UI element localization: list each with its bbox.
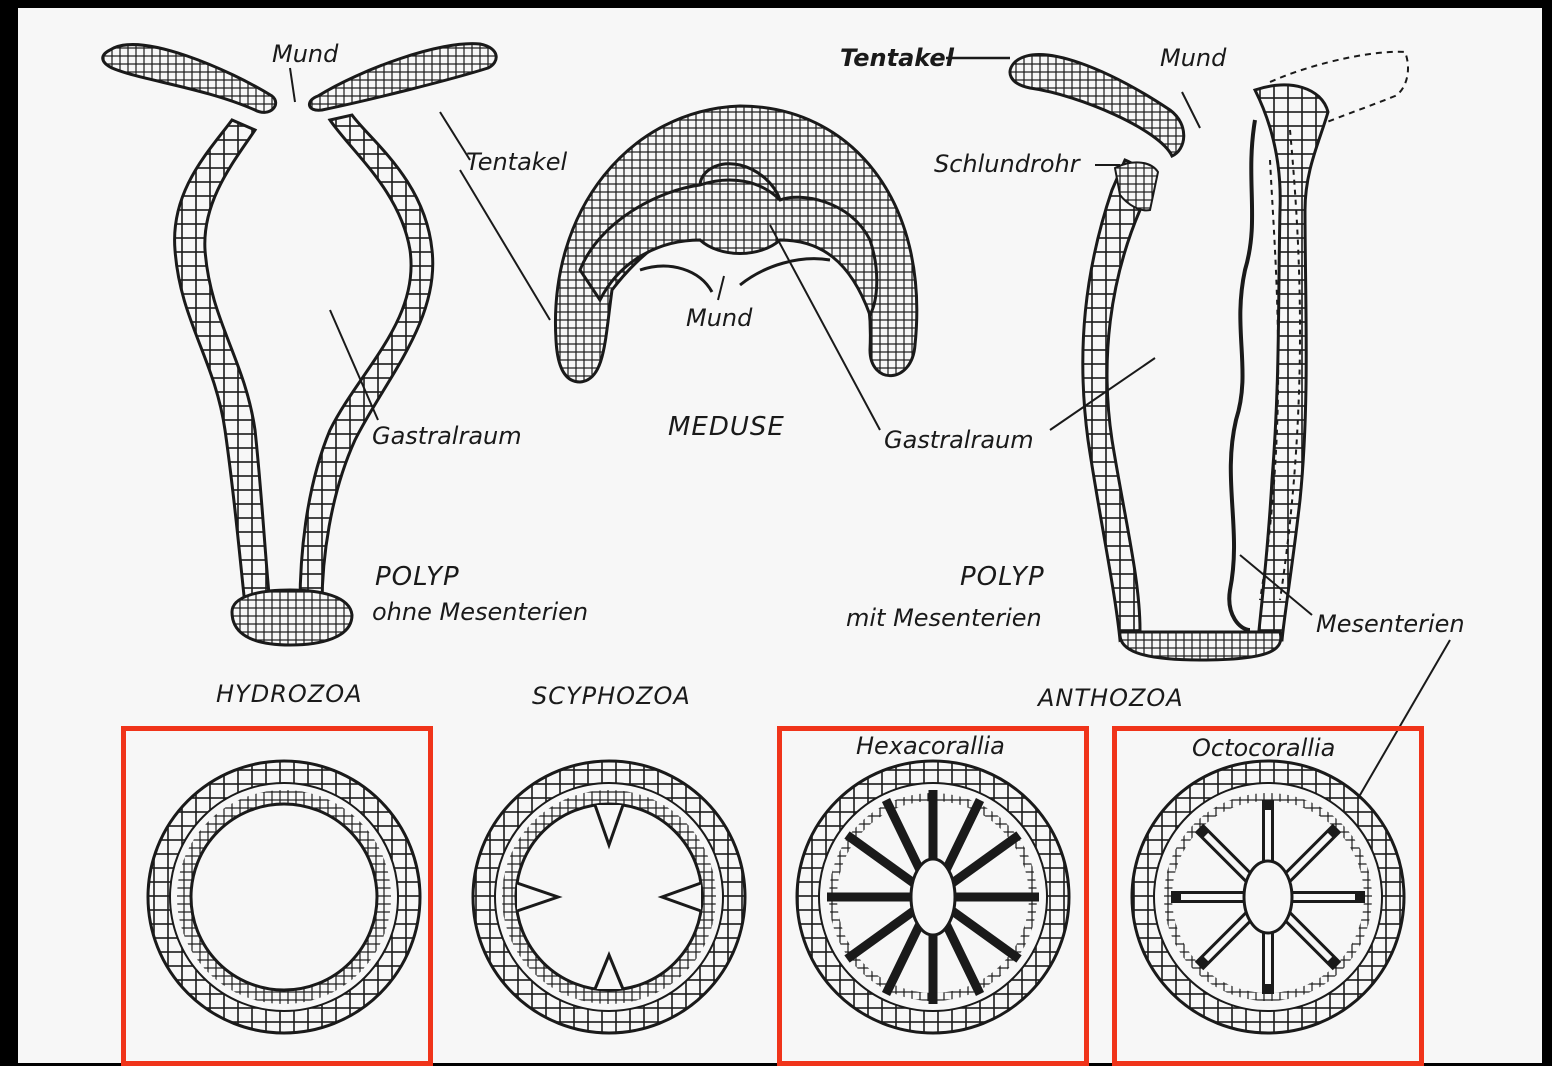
label-polyp-left-sub: ohne Mesenterien	[372, 600, 588, 624]
octocorallia-highlight-box	[1112, 726, 1424, 1066]
label-mund-center: Mund	[686, 306, 752, 330]
label-schlundrohr: Schlundrohr	[934, 152, 1080, 176]
label-octocorallia: Octocorallia	[1192, 736, 1335, 760]
label-hexacorallia: Hexacorallia	[856, 734, 1005, 758]
label-gastralraum-left: Gastralraum	[372, 424, 522, 448]
label-polyp-right: POLYP	[960, 564, 1045, 590]
hexacorallia-highlight-box	[777, 726, 1089, 1066]
label-mund-right: Mund	[1160, 46, 1226, 70]
label-tentakel-right: Tentakel	[840, 46, 954, 70]
label-gastralraum-center: Gastralraum	[884, 428, 1034, 452]
label-mund-left: Mund	[272, 42, 338, 66]
group-anthozoa: ANTHOZOA	[1038, 686, 1184, 710]
label-polyp-left: POLYP	[375, 564, 460, 590]
label-polyp-right-sub: mit Mesenterien	[846, 606, 1042, 630]
label-mesenterien: Mesenterien	[1316, 612, 1465, 636]
group-hydrozoa: HYDROZOA	[216, 682, 363, 706]
hydrozoa-highlight-box	[121, 726, 433, 1066]
label-tentakel-left: Tentakel	[466, 150, 567, 174]
group-scyphozoa: SCYPHOZOA	[532, 684, 691, 708]
label-meduse: MEDUSE	[668, 414, 785, 440]
